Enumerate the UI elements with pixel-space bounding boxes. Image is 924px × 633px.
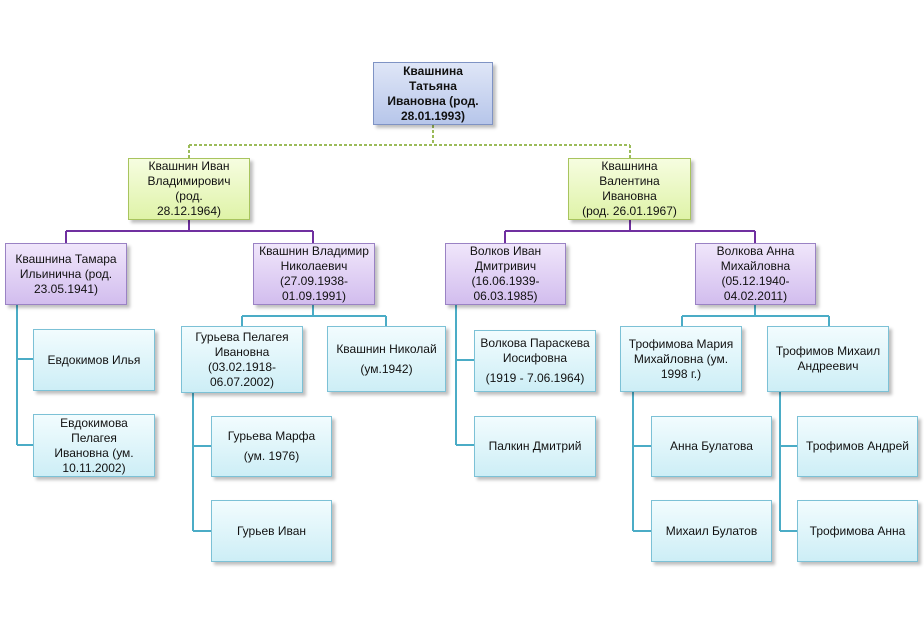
node-text-line: (1919 - 7.06.1964) — [485, 371, 585, 385]
node-text-line: Ивановна — [214, 344, 270, 359]
lvl1-connectors — [65, 220, 756, 243]
node-trofimova-anna: Трофимова Анна — [797, 500, 918, 562]
node-guryev-ivan: Гурьев Иван — [211, 500, 332, 562]
node-text-line: Анна Булатова — [670, 439, 753, 453]
node-text-line: (05.12.1940- — [721, 274, 790, 288]
node-text-line: 06.07.2002) — [209, 374, 275, 389]
node-text-line: Квашнин Иван — [148, 159, 230, 173]
node-text-line: Иосифовна — [502, 351, 568, 365]
node-text-line: 06.03.1985) — [473, 289, 538, 303]
node-text-line: Трофимова Мария — [628, 336, 734, 351]
node-text-line: Ильинична (род. — [19, 266, 113, 281]
node-evdokimov-ilya: Евдокимов Илья — [33, 329, 155, 391]
node-text-line: Волкова Анна — [716, 244, 795, 258]
node-text-line: 28.01.1993) — [400, 108, 466, 123]
node-text-line: Квашнина — [601, 159, 658, 173]
node-text-line: Гурьева Пелагея — [195, 329, 289, 344]
node-text-line: Дмитривич — [474, 259, 537, 273]
node-text-line: Квашнин Владимир — [259, 244, 369, 258]
node-text-line: Квашнина Татьяна — [403, 63, 463, 93]
root-connectors — [188, 125, 631, 158]
node-text-line: Евдокимов Илья — [47, 352, 141, 367]
node-text-line: Андреевич — [797, 359, 859, 373]
node-text-line: (16.06.1939- — [471, 274, 540, 288]
node-text-line: 1998 г.) — [660, 366, 702, 381]
node-palkin-dmitriy: Палкин Дмитрий — [474, 416, 596, 477]
node-text-line: 10.11.2002) — [62, 460, 126, 475]
node-text-line: Евдокимова Пелагея — [60, 415, 128, 445]
lvl2-connectors — [16, 305, 830, 532]
node-text-line: Николаевич — [280, 259, 348, 273]
node-text-line: (03.02.1918- — [207, 359, 277, 374]
node-text-line: Гурьева Марфа — [227, 429, 316, 443]
node-text-line: Квашнин Николай — [336, 341, 437, 356]
node-kvashnin-nikolay: Квашнин Николай (ум.1942) — [327, 326, 446, 392]
node-text-line: Михайловна (ум. — [633, 351, 729, 366]
node-text-line: (род. 26.01.1967) — [582, 204, 677, 218]
node-text-line: Гурьев Иван — [236, 523, 307, 538]
node-text-line: Квашнина Тамара — [15, 251, 117, 266]
node-text-line: Волков Иван — [469, 244, 542, 258]
node-anna-bulatova: Анна Булатова — [651, 416, 772, 477]
node-text-line: Ивановна (ум. — [54, 445, 134, 460]
node-text-line: Волкова Параскева — [480, 336, 590, 350]
node-text-line: 23.05.1941) — [33, 281, 99, 296]
node-text-line: Палкин Дмитрий — [488, 439, 582, 453]
node-text-line: (ум.1942) — [360, 361, 413, 376]
node-text-line: Валентина Ивановна — [599, 174, 660, 203]
node-mikhail-bulatov: Михаил Булатов — [651, 500, 772, 562]
node-text-line: (27.09.1938- — [279, 274, 349, 288]
node-text-line: Трофимов Андрей — [806, 439, 909, 453]
node-text-line: 01.09.1991) — [281, 289, 347, 303]
node-text-line: Трофимова Анна — [809, 523, 906, 538]
node-text-line: 04.02.2011) — [723, 289, 788, 303]
node-trofimov-andrey: Трофимов Андрей — [797, 416, 918, 477]
node-guryeva-marfa: Гурьева Марфа (ум. 1976) — [211, 416, 332, 477]
node-text-line: 28.12.1964) — [156, 204, 222, 218]
node-text-line: (ум. 1976) — [243, 449, 300, 463]
node-text-line: Владимирович (род. — [147, 174, 231, 203]
node-text-line: Трофимов Михаил — [775, 344, 881, 358]
node-text-line: Михайловна — [720, 259, 791, 273]
node-text-line: Ивановна (род. — [387, 93, 479, 108]
node-text-line: Михаил Булатов — [665, 523, 758, 538]
